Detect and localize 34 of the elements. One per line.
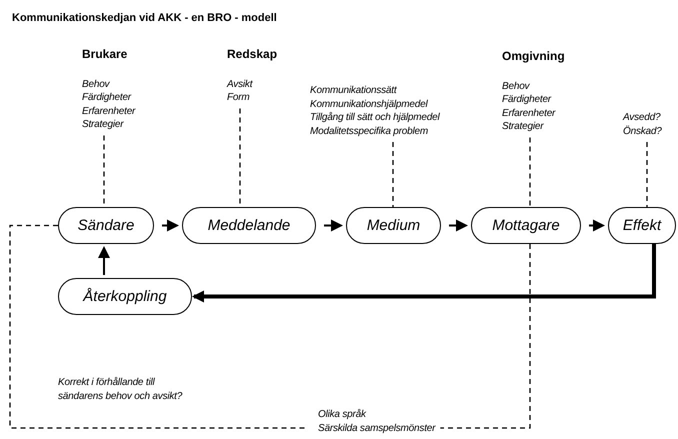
list-item: Avsedd? xyxy=(623,111,662,124)
arrow xyxy=(589,220,605,232)
column-heading: Redskap xyxy=(227,48,278,62)
dashed-line xyxy=(646,142,648,207)
list-item: Strategier xyxy=(502,120,545,134)
arrow xyxy=(162,220,179,232)
arrow xyxy=(192,244,656,302)
list-item: Tillgång till sätt och hjälpmedel xyxy=(310,111,440,124)
list-item: Avsikt xyxy=(227,78,254,91)
arrow xyxy=(449,220,468,232)
list-item: Form xyxy=(227,91,251,104)
dashed-line xyxy=(440,244,531,429)
list-item: Kommunikationshjälpmedel xyxy=(310,98,429,111)
list-item: Kommunikationssätt xyxy=(310,84,398,98)
list-item: Önskad? xyxy=(623,124,662,138)
diagram-title: Kommunikationskedjan vid AKK - en BRO - modell xyxy=(12,12,277,24)
arrow xyxy=(98,246,110,275)
list-item: Behov xyxy=(502,80,531,93)
column-heading: Brukare xyxy=(82,48,128,62)
column-heading: Omgivning xyxy=(502,50,565,64)
list-item: Modalitetsspecifika problem xyxy=(310,124,429,138)
list-item: Behov xyxy=(82,78,111,91)
list-item: Erfarenheter xyxy=(82,104,136,118)
dashed-line xyxy=(392,142,394,207)
list-item: Strategier xyxy=(82,118,125,132)
dashed-line xyxy=(9,224,306,429)
dashed-line xyxy=(529,138,531,207)
list-item: Erfarenheter xyxy=(502,106,556,120)
note-line: Särskilda samspelsmönster xyxy=(318,422,436,435)
list-item: Färdigheter xyxy=(502,93,552,106)
note-text: Korrekt i förhållande till sändarens behov och avsikt? xyxy=(58,376,184,403)
arrow xyxy=(324,220,343,232)
note-line: Olika språk xyxy=(318,408,368,422)
list-item: Färdigheter xyxy=(82,91,132,104)
